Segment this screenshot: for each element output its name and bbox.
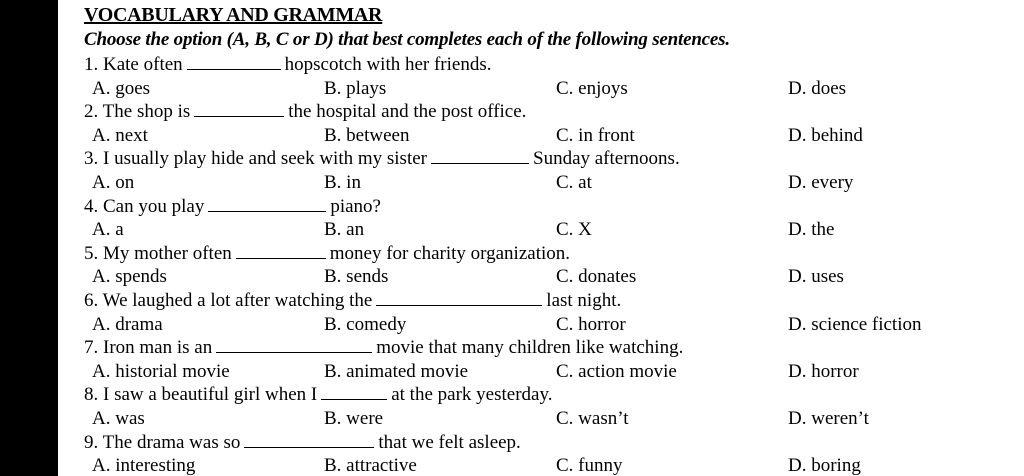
- question-5: 5. My mother often money for charity orga…: [84, 242, 1024, 266]
- option-b: B. an: [324, 219, 365, 241]
- question-3: 3. I usually play hide and seek with my …: [84, 147, 1024, 171]
- question-text-before: 2. The shop is: [84, 101, 191, 123]
- options-row: A. was B. were C. wasn’t D. weren’t: [84, 407, 1024, 431]
- instruction-text: Choose the option (A, B, C or D) that be…: [84, 29, 730, 50]
- question-text-after: last night.: [546, 289, 622, 311]
- answer-blank: [244, 432, 375, 448]
- question-4: 4. Can you play piano?: [84, 195, 1024, 219]
- option-d: D. behind: [788, 124, 863, 146]
- option-b: B. animated movie: [324, 360, 469, 382]
- option-c: C. enjoys: [556, 77, 628, 99]
- answer-blank: [216, 337, 373, 354]
- option-a: A. interesting: [92, 455, 196, 476]
- options-row: A. next B. between C. in front D. behind: [84, 124, 1024, 148]
- option-a: A. was: [92, 407, 145, 429]
- option-a: A. spends: [92, 266, 167, 288]
- answer-blank: [431, 148, 529, 165]
- question-text-before: 4. Can you play: [84, 195, 205, 217]
- options-row: A. goes B. plays C. enjoys D. does: [84, 77, 1024, 101]
- question-text-before: 5. My mother often: [84, 242, 232, 264]
- option-a: A. on: [92, 171, 135, 193]
- question-text-after: at the park yesterday.: [391, 384, 553, 406]
- question-text-before: 9. The drama was so: [84, 431, 241, 453]
- answer-blank: [194, 101, 285, 118]
- question-text-after: hopscotch with her friends.: [284, 54, 492, 75]
- section-title: VOCABULARY AND GRAMMAR: [84, 4, 383, 26]
- option-a: A. next: [92, 124, 148, 146]
- option-c: C. at: [556, 171, 592, 193]
- question-2: 2. The shop is the hospital and the post …: [84, 100, 1024, 124]
- answer-blank: [376, 290, 543, 306]
- answer-blank: [208, 196, 327, 212]
- question-text-after: that we felt asleep.: [378, 431, 521, 453]
- question-9: 9. The drama was so that we felt asleep.: [84, 431, 1024, 455]
- option-b: B. sends: [324, 266, 389, 288]
- option-b: B. attractive: [324, 455, 417, 476]
- option-b: B. between: [324, 124, 410, 146]
- question-text-before: 8. I saw a beautiful girl when I: [84, 384, 318, 406]
- option-a: A. goes: [92, 77, 151, 99]
- options-row: A. drama B. comedy C. horror D. science …: [84, 313, 1024, 337]
- option-c: C. in front: [556, 124, 635, 146]
- answer-blank: [321, 384, 388, 401]
- question-text-after: movie that many children like watching.: [376, 337, 684, 359]
- option-d: D. every: [788, 171, 854, 193]
- option-c: C. action movie: [556, 360, 677, 382]
- options-row: A. a B. an C. X D. the: [84, 218, 1024, 242]
- option-c: C. X: [556, 219, 592, 241]
- option-d: D. uses: [788, 266, 844, 288]
- question-7: 7. Iron man is an movie that many childre…: [84, 336, 1024, 360]
- option-d: D. boring: [788, 455, 861, 476]
- question-text-after: money for charity organization.: [329, 242, 571, 264]
- worksheet-content: VOCABULARY AND GRAMMAR Choose the option…: [84, 0, 1024, 476]
- option-a: A. a: [92, 219, 124, 241]
- options-row: A. spends B. sends C. donates D. uses: [84, 265, 1024, 289]
- option-b: B. were: [324, 407, 384, 429]
- question-8: 8. I saw a beautiful girl when I at the p…: [84, 383, 1024, 407]
- option-d: D. the: [788, 219, 835, 241]
- option-c: C. wasn’t: [556, 407, 629, 429]
- option-c: C. funny: [556, 455, 623, 476]
- question-6: 6. We laughed a lot after watching the la…: [84, 289, 1024, 313]
- option-c: C. horror: [556, 313, 626, 335]
- option-d: D. horror: [788, 360, 859, 382]
- question-1: 1. Kate often hopscotch with her friends.: [84, 53, 1024, 77]
- question-text-after: the hospital and the post office.: [288, 101, 527, 123]
- option-b: B. in: [324, 171, 361, 193]
- worksheet-page: VOCABULARY AND GRAMMAR Choose the option…: [58, 0, 1024, 476]
- question-text-before: 1. Kate often: [84, 54, 183, 75]
- question-text-before: 3. I usually play hide and seek with my …: [84, 148, 427, 170]
- option-d: D. does: [788, 77, 847, 99]
- options-row: A. historial movie B. animated movie C. …: [84, 360, 1024, 384]
- option-a: A. drama: [92, 313, 163, 335]
- option-a: A. historial movie: [92, 360, 230, 382]
- option-b: B. comedy: [324, 313, 407, 335]
- options-row: A. on B. in C. at D. every: [84, 171, 1024, 195]
- answer-blank: [186, 54, 281, 70]
- question-text-before: 7. Iron man is an: [84, 337, 213, 359]
- option-c: C. donates: [556, 266, 637, 288]
- question-text-after: Sunday afternoons.: [533, 148, 680, 170]
- option-d: D. weren’t: [788, 407, 869, 429]
- option-b: B. plays: [324, 77, 387, 99]
- answer-blank: [235, 243, 326, 259]
- options-row: A. interesting B. attractive C. funny D.…: [84, 454, 1024, 476]
- question-text-before: 6. We laughed a lot after watching the: [84, 289, 373, 311]
- option-d: D. science fiction: [788, 313, 922, 335]
- question-text-after: piano?: [330, 195, 381, 217]
